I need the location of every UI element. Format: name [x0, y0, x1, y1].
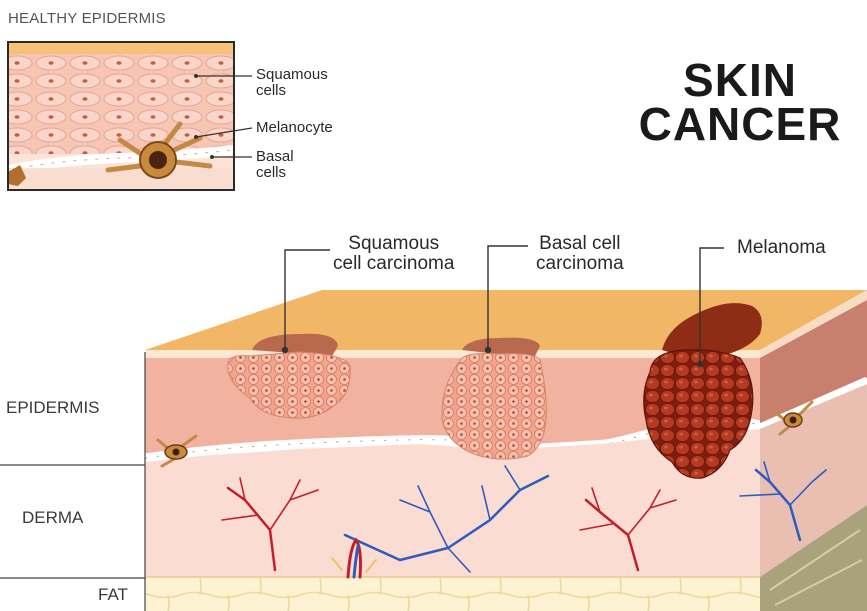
title-line-2: CANCER [620, 102, 860, 146]
label-squamous-line1: Squamous [256, 67, 328, 83]
label-squamous-line2: cells [256, 83, 328, 99]
label-scc-line1: Squamous [333, 234, 454, 254]
label-fat: FAT [98, 585, 128, 605]
label-derma: DERMA [22, 508, 83, 528]
title-line-1: SKIN [620, 58, 860, 102]
fat-layer [145, 577, 760, 611]
page-title: SKIN CANCER [620, 58, 860, 146]
label-bcc-line1: Basal cell [536, 234, 624, 254]
inset-title: HEALTHY EPIDERMIS [8, 10, 166, 27]
label-squamous-cells: Squamous cells [256, 67, 328, 99]
label-basal-cells: Basal cells [256, 149, 294, 181]
label-scc-line2: cell carcinoma [333, 254, 454, 274]
label-squamous-cell-carcinoma: Squamous cell carcinoma [333, 234, 454, 274]
label-basal-line2: cells [256, 165, 294, 181]
label-basal-cell-carcinoma: Basal cell carcinoma [536, 234, 624, 274]
label-basal-line1: Basal [256, 149, 294, 165]
layer-separators [0, 352, 145, 611]
label-melanoma: Melanoma [737, 238, 826, 258]
label-bcc-line2: carcinoma [536, 254, 624, 274]
label-epidermis: EPIDERMIS [6, 398, 100, 418]
healthy-epidermis-inset [8, 42, 252, 190]
label-melanocyte: Melanocyte [256, 120, 333, 136]
